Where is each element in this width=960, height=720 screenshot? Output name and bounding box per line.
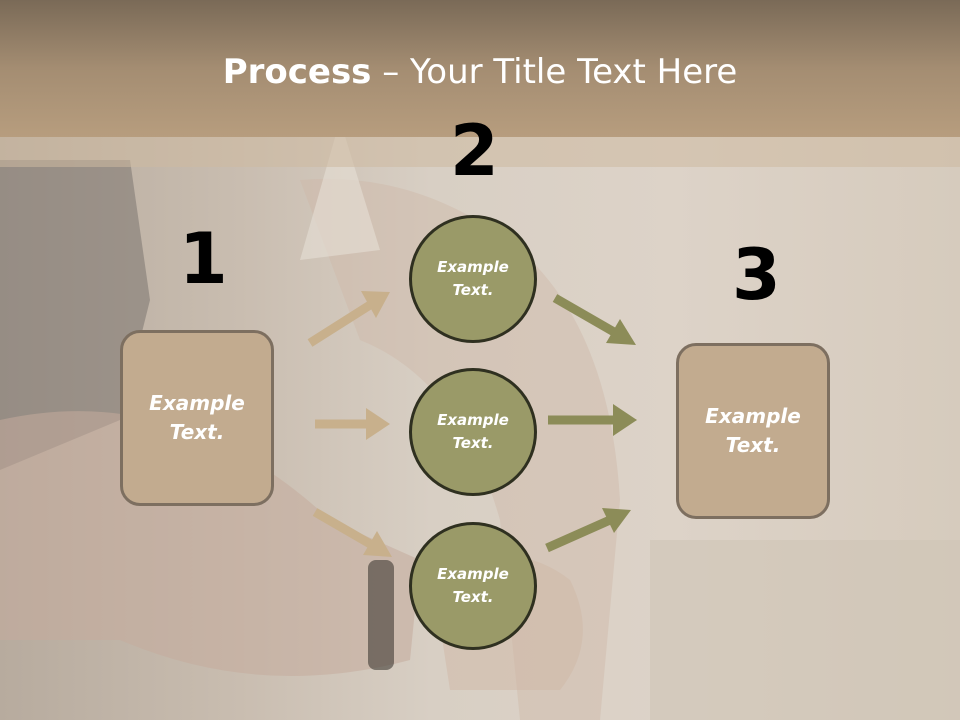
left-box-text: Example Text. xyxy=(149,391,245,444)
left-arrows xyxy=(307,291,392,557)
arrow-left-to-circle-1 xyxy=(307,301,373,347)
arrowhead-circle-1-to-right xyxy=(606,319,636,345)
circle-1: Example Text. xyxy=(409,215,537,343)
left-box: Example Text. xyxy=(120,330,274,506)
circle-3: Example Text. xyxy=(409,522,537,650)
arrowhead-left-to-circle-1 xyxy=(361,291,390,318)
right-arrows xyxy=(545,294,637,553)
arrowhead-circle-3-to-right xyxy=(602,508,631,533)
arrowhead-circle-2-to-right xyxy=(613,404,637,436)
circle-2: Example Text. xyxy=(409,368,537,496)
circle-2-text: Example Text. xyxy=(437,411,509,452)
arrowhead-left-to-circle-2 xyxy=(366,408,390,440)
circle-1-text: Example Text. xyxy=(437,258,509,299)
title-bar xyxy=(0,0,960,137)
right-box: Example Text. xyxy=(676,343,830,519)
arrow-circle-3-to-right xyxy=(545,515,612,553)
arrow-circle-1-to-right xyxy=(552,294,617,336)
arrow-left-to-circle-3 xyxy=(312,508,375,549)
step-number-3: 3 xyxy=(732,234,781,316)
right-box-text: Example Text. xyxy=(705,404,801,457)
arrowhead-left-to-circle-3 xyxy=(363,531,392,557)
slide-title: Process – Your Title Text Here xyxy=(0,52,960,92)
title-strip xyxy=(0,137,960,167)
circle-3-text: Example Text. xyxy=(437,565,509,606)
step-number-1: 1 xyxy=(179,218,228,300)
title-rest: – Your Title Text Here xyxy=(371,52,738,92)
step-number-2: 2 xyxy=(450,110,499,192)
title-bold: Process xyxy=(222,52,372,92)
